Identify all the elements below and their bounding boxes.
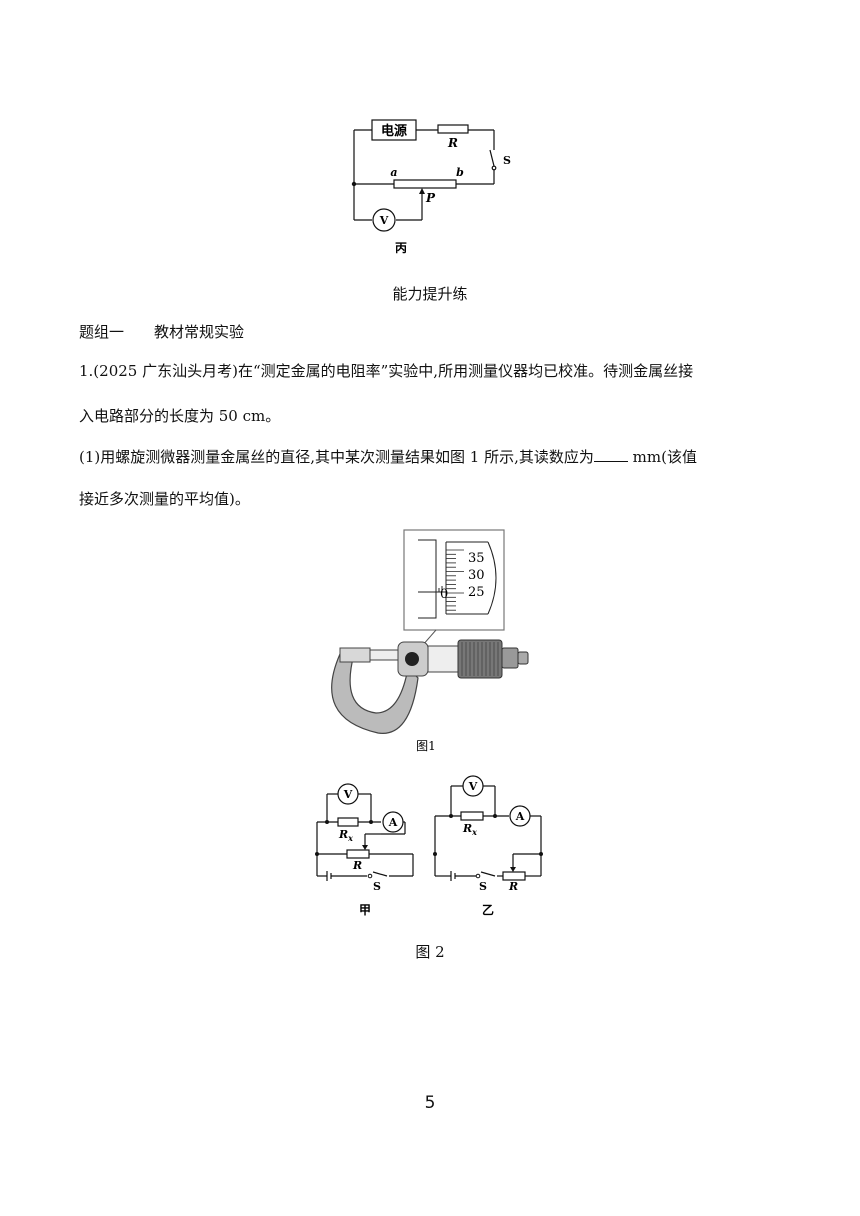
figure-caption-bing: 丙 [395, 241, 407, 255]
jia-ammeter-label: A [388, 816, 398, 829]
yi-r-label: R [508, 880, 518, 893]
scale-25-label: 25 [468, 585, 485, 600]
jia-rx-label: Rx [338, 828, 353, 843]
answer-blank[interactable] [593, 447, 628, 462]
switch-s-label: S [503, 154, 511, 167]
scale-0-label: 0 [440, 587, 448, 602]
yi-caption: 乙 [482, 903, 494, 917]
figure-caption-1: 图1 [416, 739, 436, 753]
yi-voltmeter-label: V [468, 780, 478, 793]
yi-s-label: S [479, 880, 487, 893]
part-1-suffix: mm(该值 [627, 448, 697, 466]
part-1-prefix: (1)用螺旋测微器测量金属丝的直径,其中某次测量结果如图 1 所示,其读数应为 [79, 448, 594, 466]
jia-s-label: S [373, 880, 381, 893]
voltmeter-v-label: V [379, 214, 389, 227]
question-1-part-1-line-2: 接近多次测量的平均值)。 [79, 490, 250, 508]
yi-ammeter-label: A [515, 810, 525, 823]
question-1-line-1: 1.(2025 广东汕头月考)在“测定金属的电阻率”实验中,所用测量仪器均已校准… [79, 362, 694, 380]
micrometer-figure: 35 30 25 0 图1 [331, 529, 529, 753]
resistor-r-label: R [447, 136, 458, 150]
section-title: 能力提升练 [392, 285, 468, 303]
scale-35-label: 35 [468, 551, 485, 566]
jia-r-label: R [352, 859, 362, 872]
jia-voltmeter-label: V [343, 788, 353, 801]
yi-rx-label: Rx [462, 822, 477, 837]
power-source-label: 电源 [381, 123, 407, 139]
question-1-line-2: 入电路部分的长度为 50 cm。 [79, 407, 281, 425]
jia-caption: 甲 [359, 903, 371, 917]
point-p-label: P [425, 191, 436, 205]
question-1-part-1: (1)用螺旋测微器测量金属丝的直径,其中某次测量结果如图 1 所示,其读数应为 … [79, 447, 697, 467]
circuit-figure-2: V A Rx R S 甲 V A Rx S R 乙 [315, 775, 543, 917]
page-number: 5 [424, 1093, 436, 1113]
group-title: 题组一 教材常规实验 [79, 323, 245, 341]
point-b-label: b [456, 166, 464, 179]
figure-caption-2: 图 2 [415, 943, 445, 961]
circuit-figure-bing: 电源 R S a b P V 丙 [351, 119, 511, 255]
scale-30-label: 30 [468, 568, 485, 583]
point-a-label: a [390, 166, 397, 179]
